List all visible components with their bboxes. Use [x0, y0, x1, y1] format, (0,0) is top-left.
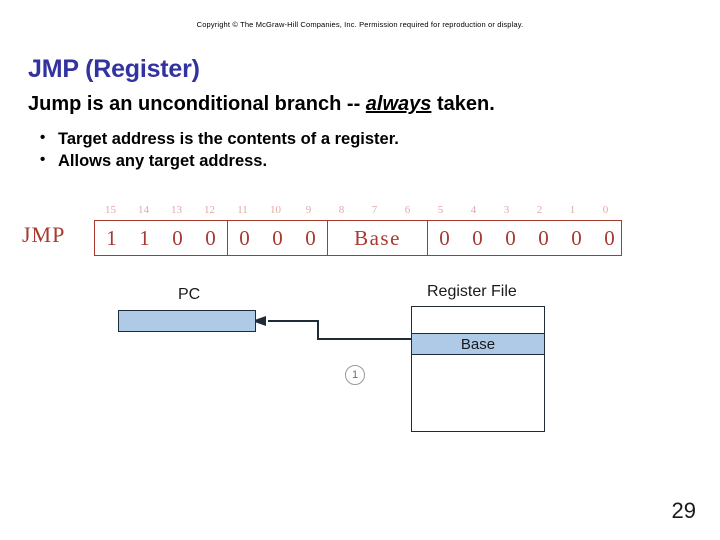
datapath-connector: [252, 316, 411, 340]
encoding-bit-cell: 0: [305, 225, 316, 250]
encoding-bit-cell: 0: [538, 225, 549, 250]
encoding-base-field: Base: [354, 225, 401, 250]
bullet-label: Allows any target address.: [58, 152, 268, 170]
encoding-group-base-register: Base: [328, 221, 428, 255]
encoding-bit-cell: 0: [172, 225, 183, 250]
base-to-pc-wire: [268, 320, 411, 340]
bit-number: 10: [270, 204, 281, 216]
encoding-bit-cell: 0: [439, 225, 450, 250]
pc-arrowhead-icon: [252, 316, 266, 326]
bit-number: 3: [503, 204, 510, 216]
register-file-label: Register File: [427, 283, 517, 300]
copyright-notice: Copyright © The McGraw-Hill Companies, I…: [196, 20, 524, 29]
encoding-mnemonic: JMP: [22, 222, 66, 247]
encoding-bit-cell: 0: [239, 225, 250, 250]
encoding-bit-numbers: 15 14 13 12 11 10 9 8 7 6 5 4 3 2 1 0: [94, 204, 622, 220]
encoding-group-unused-high: 0 0 0: [228, 221, 328, 255]
list-item: Target address is the contents of a regi…: [40, 127, 399, 150]
encoding-bit-cell: 0: [205, 225, 216, 250]
encoding-bit-cell: 1: [139, 225, 150, 250]
encoding-bit-cell: 0: [272, 225, 283, 250]
bit-number: 2: [536, 204, 543, 216]
encoding-bit-cell: 0: [505, 225, 516, 250]
lead-text-before: Jump is an unconditional branch --: [28, 93, 366, 115]
instruction-encoding: JMP 15 14 13 12 11 10 9 8 7 6 5 4 3 2 1 …: [22, 204, 622, 262]
bit-number: 1: [569, 204, 576, 216]
page-number: 29: [671, 498, 696, 523]
bit-number: 9: [305, 204, 312, 216]
register-file-box: Base: [411, 306, 545, 432]
bullet-list: Target address is the contents of a regi…: [40, 127, 399, 172]
lead-sentence: Jump is an unconditional branch -- alway…: [28, 93, 495, 116]
encoding-bit-cell: 0: [571, 225, 582, 250]
bit-number: 7: [371, 204, 378, 216]
bit-number: 15: [105, 204, 116, 216]
pc-label: PC: [178, 286, 201, 303]
bit-number: 12: [204, 204, 215, 216]
encoding-group-unused-low: 0 0 0 0 0 0: [428, 221, 626, 255]
step-marker-1-icon: 1: [345, 365, 365, 385]
encoding-bit-cell: 0: [472, 225, 483, 250]
page-title: JMP (Register): [28, 55, 200, 83]
bit-number: 0: [602, 204, 609, 216]
bit-number: 11: [237, 204, 248, 216]
lead-text-after: taken.: [431, 93, 495, 115]
lead-emphasis-always: always: [365, 93, 432, 115]
encoding-bit-cell: 1: [106, 225, 117, 250]
bit-number: 8: [338, 204, 345, 216]
encoding-bit-row: 1 1 0 0 0 0 0 Base 0 0 0 0 0 0: [94, 220, 622, 256]
bullet-label: Target address is the contents of a regi…: [58, 130, 399, 148]
bit-number: 6: [404, 204, 411, 216]
register-file-base-row: Base: [412, 333, 544, 355]
encoding-bit-cell: 0: [604, 225, 615, 250]
datapath-diagram: PC Register File Base 1: [0, 280, 720, 460]
bit-number: 5: [437, 204, 444, 216]
bit-number: 14: [138, 204, 149, 216]
bit-number: 4: [470, 204, 477, 216]
bit-number: 13: [171, 204, 182, 216]
pc-register-box: [118, 310, 256, 332]
list-item: Allows any target address.: [40, 149, 399, 172]
encoding-group-opcode: 1 1 0 0: [95, 221, 228, 255]
